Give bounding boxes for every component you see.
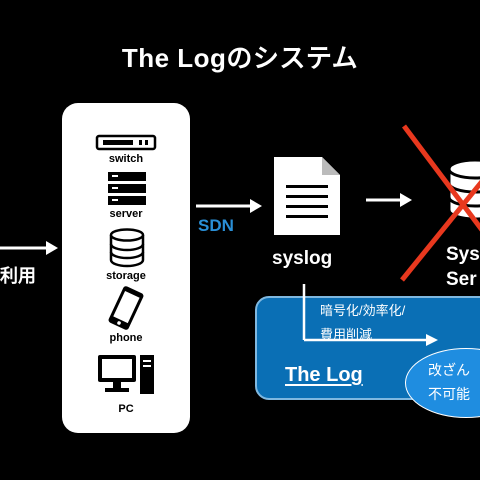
device-label-pc: PC	[118, 403, 134, 415]
device-label-switch: switch	[108, 153, 144, 165]
tamper-proof-line1: 改ざん	[428, 362, 470, 378]
syslog-server-label-line1: Sys	[446, 244, 480, 265]
phone-icon	[108, 286, 144, 330]
device-label-storage: storage	[106, 270, 146, 282]
tamper-proof-text: 改ざん 不可能	[428, 358, 470, 406]
sdn-label: SDN	[198, 216, 234, 235]
the-log-label: The Log	[285, 364, 363, 386]
syslog-server-label-line2: Ser	[446, 269, 477, 290]
diagram-title: The Logのシステム	[121, 43, 359, 73]
switch-icon	[95, 134, 157, 151]
syslog-label: syslog	[272, 248, 333, 269]
tamper-proof-line2: 不可能	[428, 386, 470, 402]
red-cross-icon	[400, 124, 480, 282]
device-label-server: server	[109, 208, 143, 220]
server-icon	[108, 172, 146, 205]
benefits-note-line1: 暗号化/効率化/	[320, 303, 406, 318]
input-arrow	[0, 241, 58, 255]
benefits-note-line2: 費用削減	[320, 327, 373, 342]
benefits-note: 暗号化/効率化/ 費用削減	[320, 299, 405, 347]
pc-icon	[98, 355, 154, 394]
syslog-to-thelog-connector	[302, 284, 438, 346]
device-label-phone: phone	[109, 332, 143, 344]
document-icon	[274, 157, 340, 235]
usage-label: 利用	[0, 266, 36, 286]
syslog-server-label: Sys Ser	[446, 242, 480, 292]
sdn-arrow	[196, 199, 262, 213]
database-icon	[109, 228, 145, 268]
server-arrow	[366, 193, 412, 207]
